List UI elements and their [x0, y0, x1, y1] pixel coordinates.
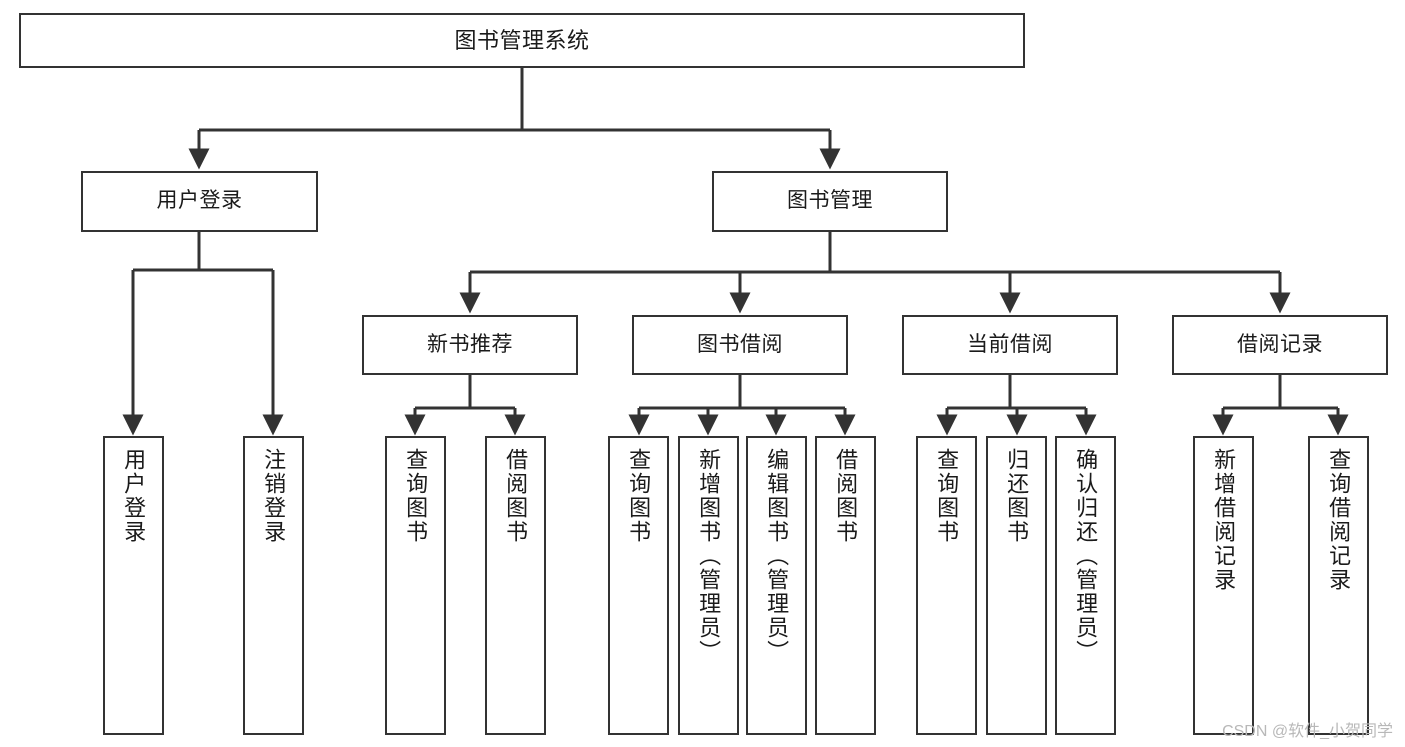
node-leaf-user-login[interactable]: 用户登录 [103, 436, 164, 735]
node-label: 查询借阅记录 [1326, 448, 1352, 592]
node-label: 注销登录 [261, 448, 287, 544]
node-label: 借阅图书 [503, 448, 529, 544]
node-label: 借阅图书 [833, 448, 859, 544]
node-label: 查询图书 [626, 448, 652, 544]
node-leaf-query-book-recommend[interactable]: 查询图书 [385, 436, 446, 735]
node-new-book-recommend[interactable]: 新书推荐 [362, 315, 578, 375]
node-label: 确认归还（管理员） [1073, 448, 1099, 664]
node-root-book-management-system[interactable]: 图书管理系统 [19, 13, 1025, 68]
node-label: 借阅记录 [1237, 332, 1323, 356]
node-leaf-query-borrow-record[interactable]: 查询借阅记录 [1308, 436, 1369, 735]
node-label: 新书推荐 [427, 332, 513, 356]
node-book-borrow[interactable]: 图书借阅 [632, 315, 848, 375]
node-current-borrow[interactable]: 当前借阅 [902, 315, 1118, 375]
node-label: 新增图书（管理员） [696, 448, 722, 664]
node-label: 用户登录 [156, 189, 243, 213]
csdn-watermark: CSDN @软件_小贺同学 [1222, 723, 1393, 740]
node-leaf-confirm-return[interactable]: 确认归还（管理员） [1055, 436, 1116, 735]
node-borrow-record[interactable]: 借阅记录 [1172, 315, 1388, 375]
node-label: 图书管理 [787, 189, 873, 213]
node-leaf-borrow-book[interactable]: 借阅图书 [815, 436, 876, 735]
node-book-management[interactable]: 图书管理 [712, 171, 948, 232]
node-leaf-add-book[interactable]: 新增图书（管理员） [678, 436, 739, 735]
node-label: 编辑图书（管理员） [764, 448, 790, 664]
node-label: 用户登录 [121, 448, 147, 544]
node-user-login[interactable]: 用户登录 [81, 171, 318, 232]
node-label: 归还图书 [1004, 448, 1030, 544]
node-leaf-add-borrow-record[interactable]: 新增借阅记录 [1193, 436, 1254, 735]
node-leaf-borrow-book-recommend[interactable]: 借阅图书 [485, 436, 546, 735]
node-leaf-edit-book[interactable]: 编辑图书（管理员） [746, 436, 807, 735]
node-leaf-return-book[interactable]: 归还图书 [986, 436, 1047, 735]
node-label: 图书借阅 [697, 332, 783, 356]
node-label: 图书管理系统 [454, 27, 590, 53]
node-leaf-query-book-current[interactable]: 查询图书 [916, 436, 977, 735]
node-label: 查询图书 [403, 448, 429, 544]
node-leaf-user-logout[interactable]: 注销登录 [243, 436, 304, 735]
node-label: 新增借阅记录 [1211, 448, 1237, 592]
node-leaf-query-book-borrow[interactable]: 查询图书 [608, 436, 669, 735]
node-label: 查询图书 [934, 448, 960, 544]
node-label: 当前借阅 [967, 332, 1053, 356]
